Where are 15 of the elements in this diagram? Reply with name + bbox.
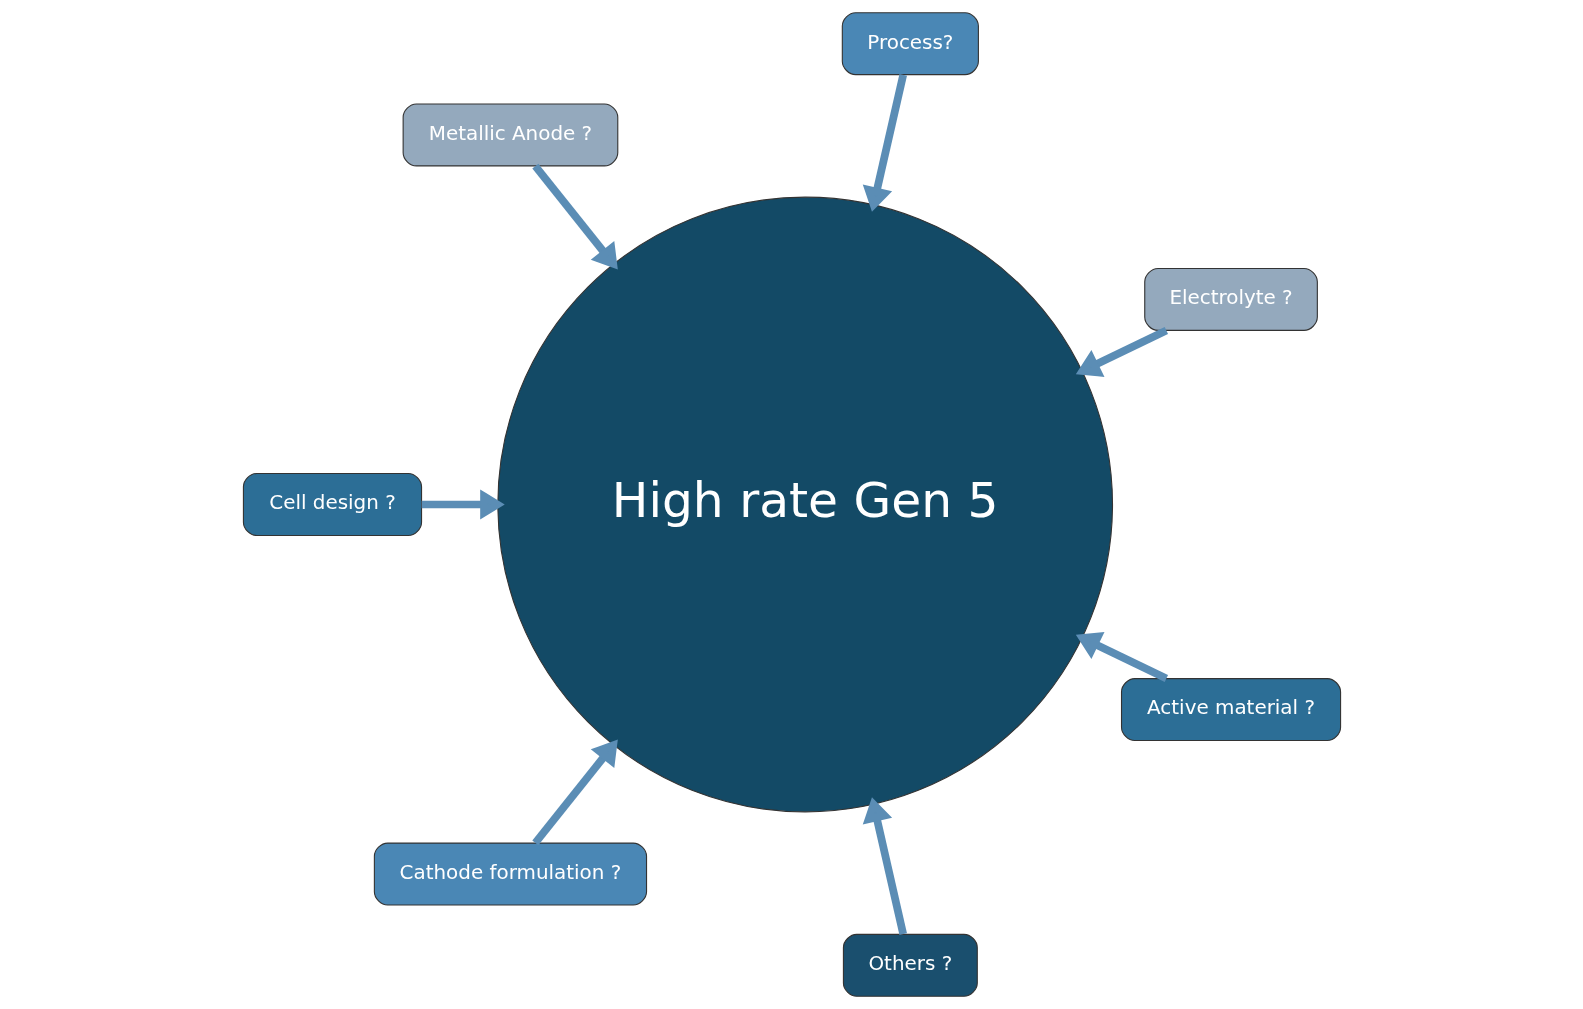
node-box: Electrolyte ? [1143, 267, 1318, 331]
node-box: Others ? [842, 933, 978, 997]
node-box: Process? [841, 12, 979, 76]
arrow [862, 74, 907, 212]
node-box: Cell design ? [242, 472, 422, 537]
arrow [1075, 631, 1168, 682]
node-box: Active material ? [1120, 678, 1341, 742]
arrow [531, 739, 618, 846]
node-circle: High rate Gen 5 [496, 196, 1113, 813]
node-box: Cathode formulation ? [373, 842, 647, 906]
arrow [531, 163, 618, 270]
node-box: Metallic Anode ? [402, 103, 618, 167]
arrow [421, 489, 505, 520]
arrow [1075, 327, 1168, 378]
arrow [862, 797, 907, 935]
